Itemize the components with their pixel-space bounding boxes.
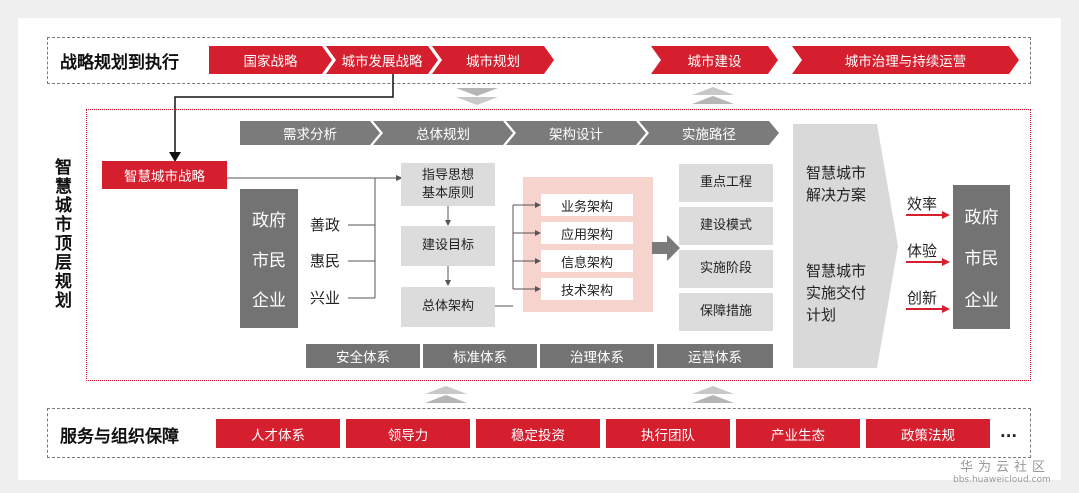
- phase-implementation-path: 实施路径: [639, 121, 779, 145]
- goal-good-governance: 善政: [310, 216, 341, 234]
- strategy-to-execution-row: [47, 37, 1031, 84]
- right-block-arrow-icon: [652, 235, 680, 261]
- double-down-arrow-icon: [456, 88, 498, 105]
- outcome-experience: 体验: [907, 242, 938, 260]
- stakeholders-box: 政府 市民 企业: [240, 189, 298, 328]
- chevron-city-construction: 城市建设: [651, 46, 778, 74]
- outcome-efficiency: 效率: [907, 195, 938, 213]
- phase-architecture-design: 架构设计: [506, 121, 646, 145]
- chevron-city-governance: 城市治理与持续运营: [792, 46, 1019, 74]
- phase-requirements-analysis: 需求分析: [240, 121, 380, 145]
- chevron-city-development-strategy: 城市发展战略: [326, 46, 438, 74]
- goal-benefit-citizens: 惠民: [310, 252, 341, 270]
- outcome-innovation: 创新: [907, 289, 938, 307]
- stakeholder-enterprises: 企业: [252, 290, 286, 311]
- impl-guarantee-measures: 保障措施: [679, 293, 773, 331]
- system-governance: 治理体系: [540, 344, 654, 368]
- guarantee-talent-system: 人才体系: [216, 419, 340, 448]
- strategy-to-execution-title: 战略规划到执行: [60, 52, 179, 73]
- double-up-arrow-icon: [425, 386, 467, 403]
- beneficiary-enterprises: 企业: [964, 290, 999, 311]
- guarantee-more-ellipsis: ...: [1000, 423, 1018, 441]
- guarantee-industry-ecosystem: 产业生态: [736, 419, 860, 448]
- beneficiary-government: 政府: [964, 208, 999, 229]
- smart-city-strategy-box: 智慧城市战略: [102, 161, 227, 189]
- impl-implementation-stages: 实施阶段: [679, 250, 773, 288]
- solution-smart-city-solution: 智慧城市 解决方案: [806, 164, 867, 204]
- guarantee-leadership: 领导力: [346, 419, 470, 448]
- watermark-brand: 华为云社区: [960, 460, 1051, 475]
- double-up-arrow-icon: [692, 87, 734, 104]
- outcome-arrows: [906, 211, 950, 313]
- service-guarantee-row: [47, 408, 1031, 458]
- plan-overall-architecture: 总体架构: [401, 287, 495, 327]
- chevron-national-strategy: 国家战略: [209, 46, 332, 74]
- top-level-planning-frame: [86, 109, 1031, 381]
- top-level-planning-title: 智慧城市顶层规划: [51, 158, 71, 310]
- system-operations: 运营体系: [657, 344, 773, 368]
- architecture-information: 信息架构: [541, 250, 633, 272]
- stakeholder-government: 政府: [252, 211, 286, 232]
- goal-prosper-industry: 兴业: [310, 289, 341, 307]
- chevron-city-planning: 城市规划: [432, 46, 554, 74]
- system-standards: 标准体系: [423, 344, 537, 368]
- solution-delivery-plan: 智慧城市 实施交付 计划: [806, 262, 867, 324]
- beneficiary-citizens: 市民: [964, 249, 999, 270]
- watermark-url: bbs.huaweicloud.com: [953, 475, 1051, 485]
- architecture-technology: 技术架构: [541, 278, 633, 300]
- stakeholder-citizens: 市民: [252, 250, 286, 271]
- guarantee-policies-regulations: 政策法规: [866, 419, 990, 448]
- impl-construction-mode: 建设模式: [679, 207, 773, 245]
- plan-construction-goals: 建设目标: [401, 226, 495, 266]
- phase-overall-planning: 总体规划: [373, 121, 513, 145]
- impl-key-projects: 重点工程: [679, 164, 773, 202]
- system-security: 安全体系: [306, 344, 420, 368]
- plan-guiding-principles: 指导思想 基本原则: [401, 163, 495, 206]
- service-guarantee-title: 服务与组织保障: [60, 426, 179, 447]
- architecture-connector-lines: [495, 202, 541, 307]
- beneficiaries-box: 政府 市民 企业: [953, 185, 1010, 329]
- guarantee-execution-team: 执行团队: [606, 419, 730, 448]
- architecture-business: 业务架构: [541, 194, 633, 216]
- goals-connector-lines: [227, 175, 403, 299]
- solution-block: [793, 124, 898, 368]
- strategy-connector-line: [169, 74, 394, 162]
- guarantee-stable-investment: 稳定投资: [476, 419, 600, 448]
- double-up-arrow-icon: [692, 386, 734, 403]
- architecture-application: 应用架构: [541, 222, 633, 244]
- plan-steps-arrows: [445, 206, 451, 286]
